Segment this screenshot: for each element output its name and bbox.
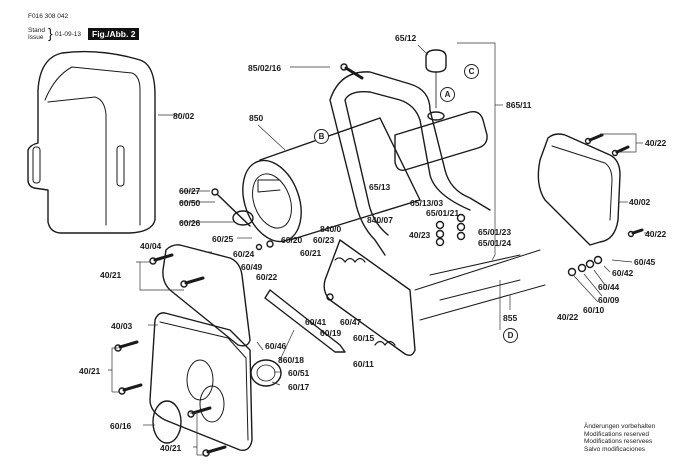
part-label: 60/20 [281, 235, 303, 245]
part-label: 60/46 [265, 341, 287, 351]
part-label: 860/18 [278, 355, 304, 365]
notice-line-de: Änderungen vorbehalten [584, 423, 656, 430]
part-label: 40/21 [79, 366, 101, 376]
callout-c: C [464, 64, 479, 79]
part-label: 60/15 [353, 333, 375, 343]
adjust-knob [232, 210, 254, 226]
part-label: 60/50 [179, 198, 201, 208]
main-side-frame [323, 239, 416, 357]
part-label: 60/17 [288, 382, 310, 392]
part-label: 60/49 [241, 262, 263, 272]
part-label: 40/21 [100, 270, 122, 280]
tank-cap [425, 49, 447, 73]
stand-issue-label: Stand Issue [28, 27, 45, 41]
brace-glyph: } [48, 25, 53, 41]
part-label: 60/23 [313, 235, 335, 245]
part-label: 60/21 [300, 248, 322, 258]
part-label: 65/01/24 [478, 238, 512, 248]
part-label: 60/51 [288, 368, 310, 378]
part-label: 60/45 [634, 257, 656, 267]
part-label: 60/24 [233, 249, 255, 259]
part-label: 65/13 [369, 182, 391, 192]
part-label: 855 [503, 313, 518, 323]
part-label: 840/0 [320, 224, 342, 234]
callout-a: A [440, 87, 455, 102]
part-label: 40/03 [111, 321, 133, 331]
part-label: 40/02 [629, 197, 651, 207]
part-label: 40/04 [140, 241, 162, 251]
disc-60-16 [152, 400, 182, 444]
left-side-plate [162, 244, 251, 347]
part-label: 60/42 [612, 268, 634, 278]
bottom-blade [264, 289, 346, 353]
callout-b: B [314, 129, 329, 144]
part-label: 60/25 [212, 234, 234, 244]
disc-60-17 [250, 359, 282, 387]
part-label: 840/07 [367, 215, 393, 225]
grass-box-cover [27, 50, 156, 234]
notice-line-es: Salvo modificaciones [584, 445, 646, 453]
part-label: 60/10 [583, 305, 605, 315]
part-label: 60/11 [353, 359, 374, 369]
part-label: 60/16 [110, 421, 132, 431]
part-label: 40/21 [160, 443, 182, 453]
right-side-plate [537, 133, 621, 246]
issue-date: 01-09-13 [55, 31, 82, 38]
roller [259, 117, 421, 241]
document-code: F016 308 042 [28, 13, 69, 20]
part-label: 850 [249, 113, 264, 123]
notice-line-en: Modifications reserved [584, 430, 650, 438]
part-label: 65/01/21 [426, 208, 460, 218]
modifications-notice: Änderungen vorbehalten Modifications res… [584, 423, 655, 453]
part-label: 865/11 [506, 100, 532, 110]
part-label: 40/22 [557, 312, 579, 322]
screw-85-02-16 [344, 66, 364, 80]
part-label: 60/47 [340, 317, 362, 327]
issue-label: Issue [28, 34, 44, 41]
part-label: 40/22 [645, 229, 667, 239]
part-label: 80/02 [173, 111, 195, 121]
figure-badge: Fig./Abb. 2 [88, 28, 140, 40]
part-label: 65/01/23 [478, 227, 512, 237]
part-label: 60/26 [179, 218, 201, 228]
part-label: 60/22 [256, 272, 278, 282]
cutting-cylinder [414, 249, 546, 321]
part-label: 85/02/16 [248, 63, 282, 73]
left-cover [149, 312, 253, 451]
part-label: 60/09 [598, 295, 620, 305]
part-label: 65/13/03 [410, 198, 444, 208]
part-label: 40/22 [645, 138, 667, 148]
part-label: 60/41 [305, 317, 327, 327]
notice-line-fr: Modifications reservees [584, 438, 653, 445]
fuel-tank [394, 110, 488, 172]
stand-label: Stand [28, 27, 45, 34]
part-label: 65/12 [395, 33, 417, 43]
part-label: 60/27 [179, 186, 201, 196]
callout-d: D [503, 328, 518, 343]
part-label: 60/19 [320, 328, 342, 338]
part-label: 60/44 [598, 282, 620, 292]
part-label: 40/23 [409, 230, 431, 240]
handle-frame [329, 71, 491, 256]
